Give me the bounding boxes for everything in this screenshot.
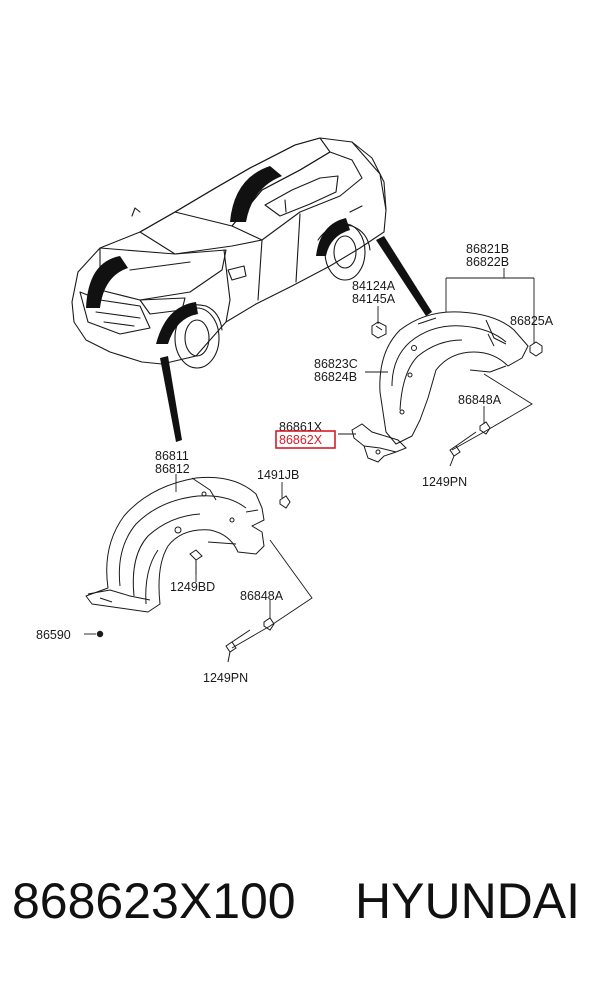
part-number: 868623X100 (12, 873, 296, 929)
label-84124A: 84124A (352, 279, 396, 293)
footer-caption: 868623X100 HYUNDAI (0, 872, 600, 952)
front-clip-1491JB (279, 495, 291, 509)
rear-wheel-guard (379, 311, 529, 445)
rear-pointer-wedge (376, 236, 432, 316)
rear-screw-1249PN (449, 431, 477, 467)
label-86848A-front: 86848A (240, 589, 284, 603)
highlight-box (275, 430, 336, 449)
label-1249PN-front: 1249PN (203, 671, 248, 685)
front-screw-grommet (263, 617, 275, 631)
label-86812: 86812 (155, 462, 190, 476)
front-screw-1249BD (189, 549, 203, 574)
front-liner-highlight-right (156, 302, 198, 344)
label-86822B: 86822B (466, 255, 509, 269)
front-wheel-guard (85, 476, 265, 613)
rear-liner-highlight (316, 218, 350, 256)
label-86861X: 86861X (279, 420, 323, 434)
label-86825A: 86825A (510, 314, 554, 328)
label-86823C: 86823C (314, 357, 358, 371)
label-86848A-rear: 86848A (458, 393, 502, 407)
label-1249BD: 1249BD (170, 580, 215, 594)
rear-nut-86825A (529, 341, 543, 357)
label-86862X: 86862X (279, 433, 323, 447)
rear-clip-84124A (371, 321, 387, 339)
front-bolt-86590 (96, 630, 104, 638)
front-liner-highlight-left (86, 256, 128, 308)
label-1491JB: 1491JB (257, 468, 299, 482)
label-84145A: 84145A (352, 292, 396, 306)
label-86821B: 86821B (466, 242, 509, 256)
rear-bracket (351, 423, 407, 463)
label-1249PN-rear: 1249PN (422, 475, 467, 489)
rear-screw-grommet (479, 421, 491, 435)
front-pointer-wedge (160, 356, 182, 442)
front-leader-lines (84, 474, 313, 649)
roof-liner-highlight (230, 166, 282, 222)
label-86811: 86811 (155, 449, 189, 463)
part-labels: 86811 86812 86821B 86822B 84124A 84145A … (36, 242, 554, 685)
car-illustration (71, 137, 387, 369)
brand-name: HYUNDAI (355, 873, 581, 929)
front-screw-1249PN (225, 629, 251, 663)
label-86824B: 86824B (314, 370, 357, 384)
label-86590: 86590 (36, 628, 71, 642)
rear-leader-lines (338, 268, 535, 451)
